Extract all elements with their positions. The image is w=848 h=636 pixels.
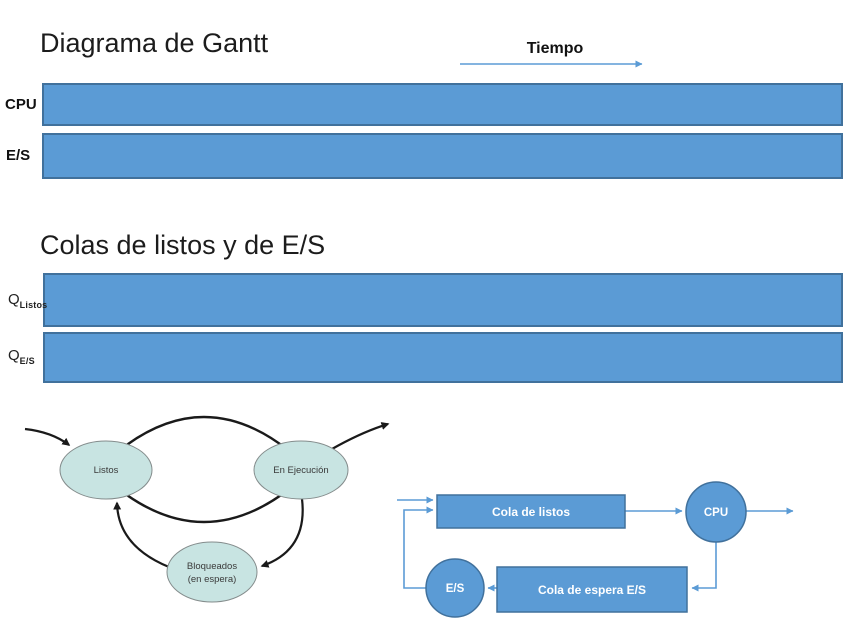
state-running-to-blocked-arrow	[260, 498, 304, 568]
queue-label-main: Q	[8, 291, 20, 308]
flow-io-wait-queue-label: Cola de espera E/S	[538, 583, 646, 597]
flow-io-node	[425, 558, 485, 618]
gantt-row-label-cpu: CPU	[5, 96, 37, 113]
flow-cpu-node	[685, 481, 747, 543]
state-arc-bottom	[119, 489, 289, 524]
flow-io-wait-queue-box	[496, 566, 688, 613]
state-node-ready-label: Listos	[94, 465, 119, 476]
queue-row-label-listos: QListos	[8, 291, 47, 310]
gantt-bar-es	[42, 133, 843, 179]
flow-cpu-to-waitqueue-arrow	[691, 542, 717, 592]
state-arc-top	[119, 415, 289, 451]
state-diagram: Listos En Ejecución Bloqueados (en esper…	[24, 415, 390, 603]
flow-io-loop-arrow	[403, 506, 434, 589]
flow-cpu-label: CPU	[704, 507, 728, 519]
gantt-bar-cpu	[42, 83, 843, 126]
queue-label-main: Q	[8, 347, 20, 364]
state-node-blocked-label-line2: (en espera)	[188, 574, 237, 585]
flow-diagram: Cola de listos CPU Cola de espera E/S E/…	[397, 481, 794, 618]
queues-title: Colas de listos y de E/S	[40, 230, 326, 260]
state-entry-arrow	[24, 427, 71, 446]
state-blocked-to-ready-arrow	[113, 501, 170, 569]
flow-io-label: E/S	[446, 583, 465, 595]
queue-label-sub: Listos	[19, 300, 48, 310]
queue-row-label-es: QE/S	[8, 347, 35, 366]
state-node-running-label: En Ejecución	[273, 465, 328, 476]
flow-ready-queue-label: Cola de listos	[492, 505, 570, 519]
flow-ready-queue-box	[436, 494, 626, 529]
state-node-blocked	[166, 541, 258, 603]
state-node-ready	[59, 440, 153, 500]
queue-label-sub: E/S	[19, 356, 35, 366]
state-node-blocked-label-line1: Bloqueados	[187, 561, 237, 572]
gantt-row-label-es: E/S	[6, 147, 31, 164]
state-exit-arrow	[331, 422, 390, 450]
gantt-title: Diagrama de Gantt	[40, 28, 269, 58]
time-axis-label: Tiempo	[526, 40, 584, 57]
state-node-running	[253, 440, 349, 500]
queue-bar-listos	[43, 273, 843, 327]
queue-bar-es	[43, 332, 843, 383]
